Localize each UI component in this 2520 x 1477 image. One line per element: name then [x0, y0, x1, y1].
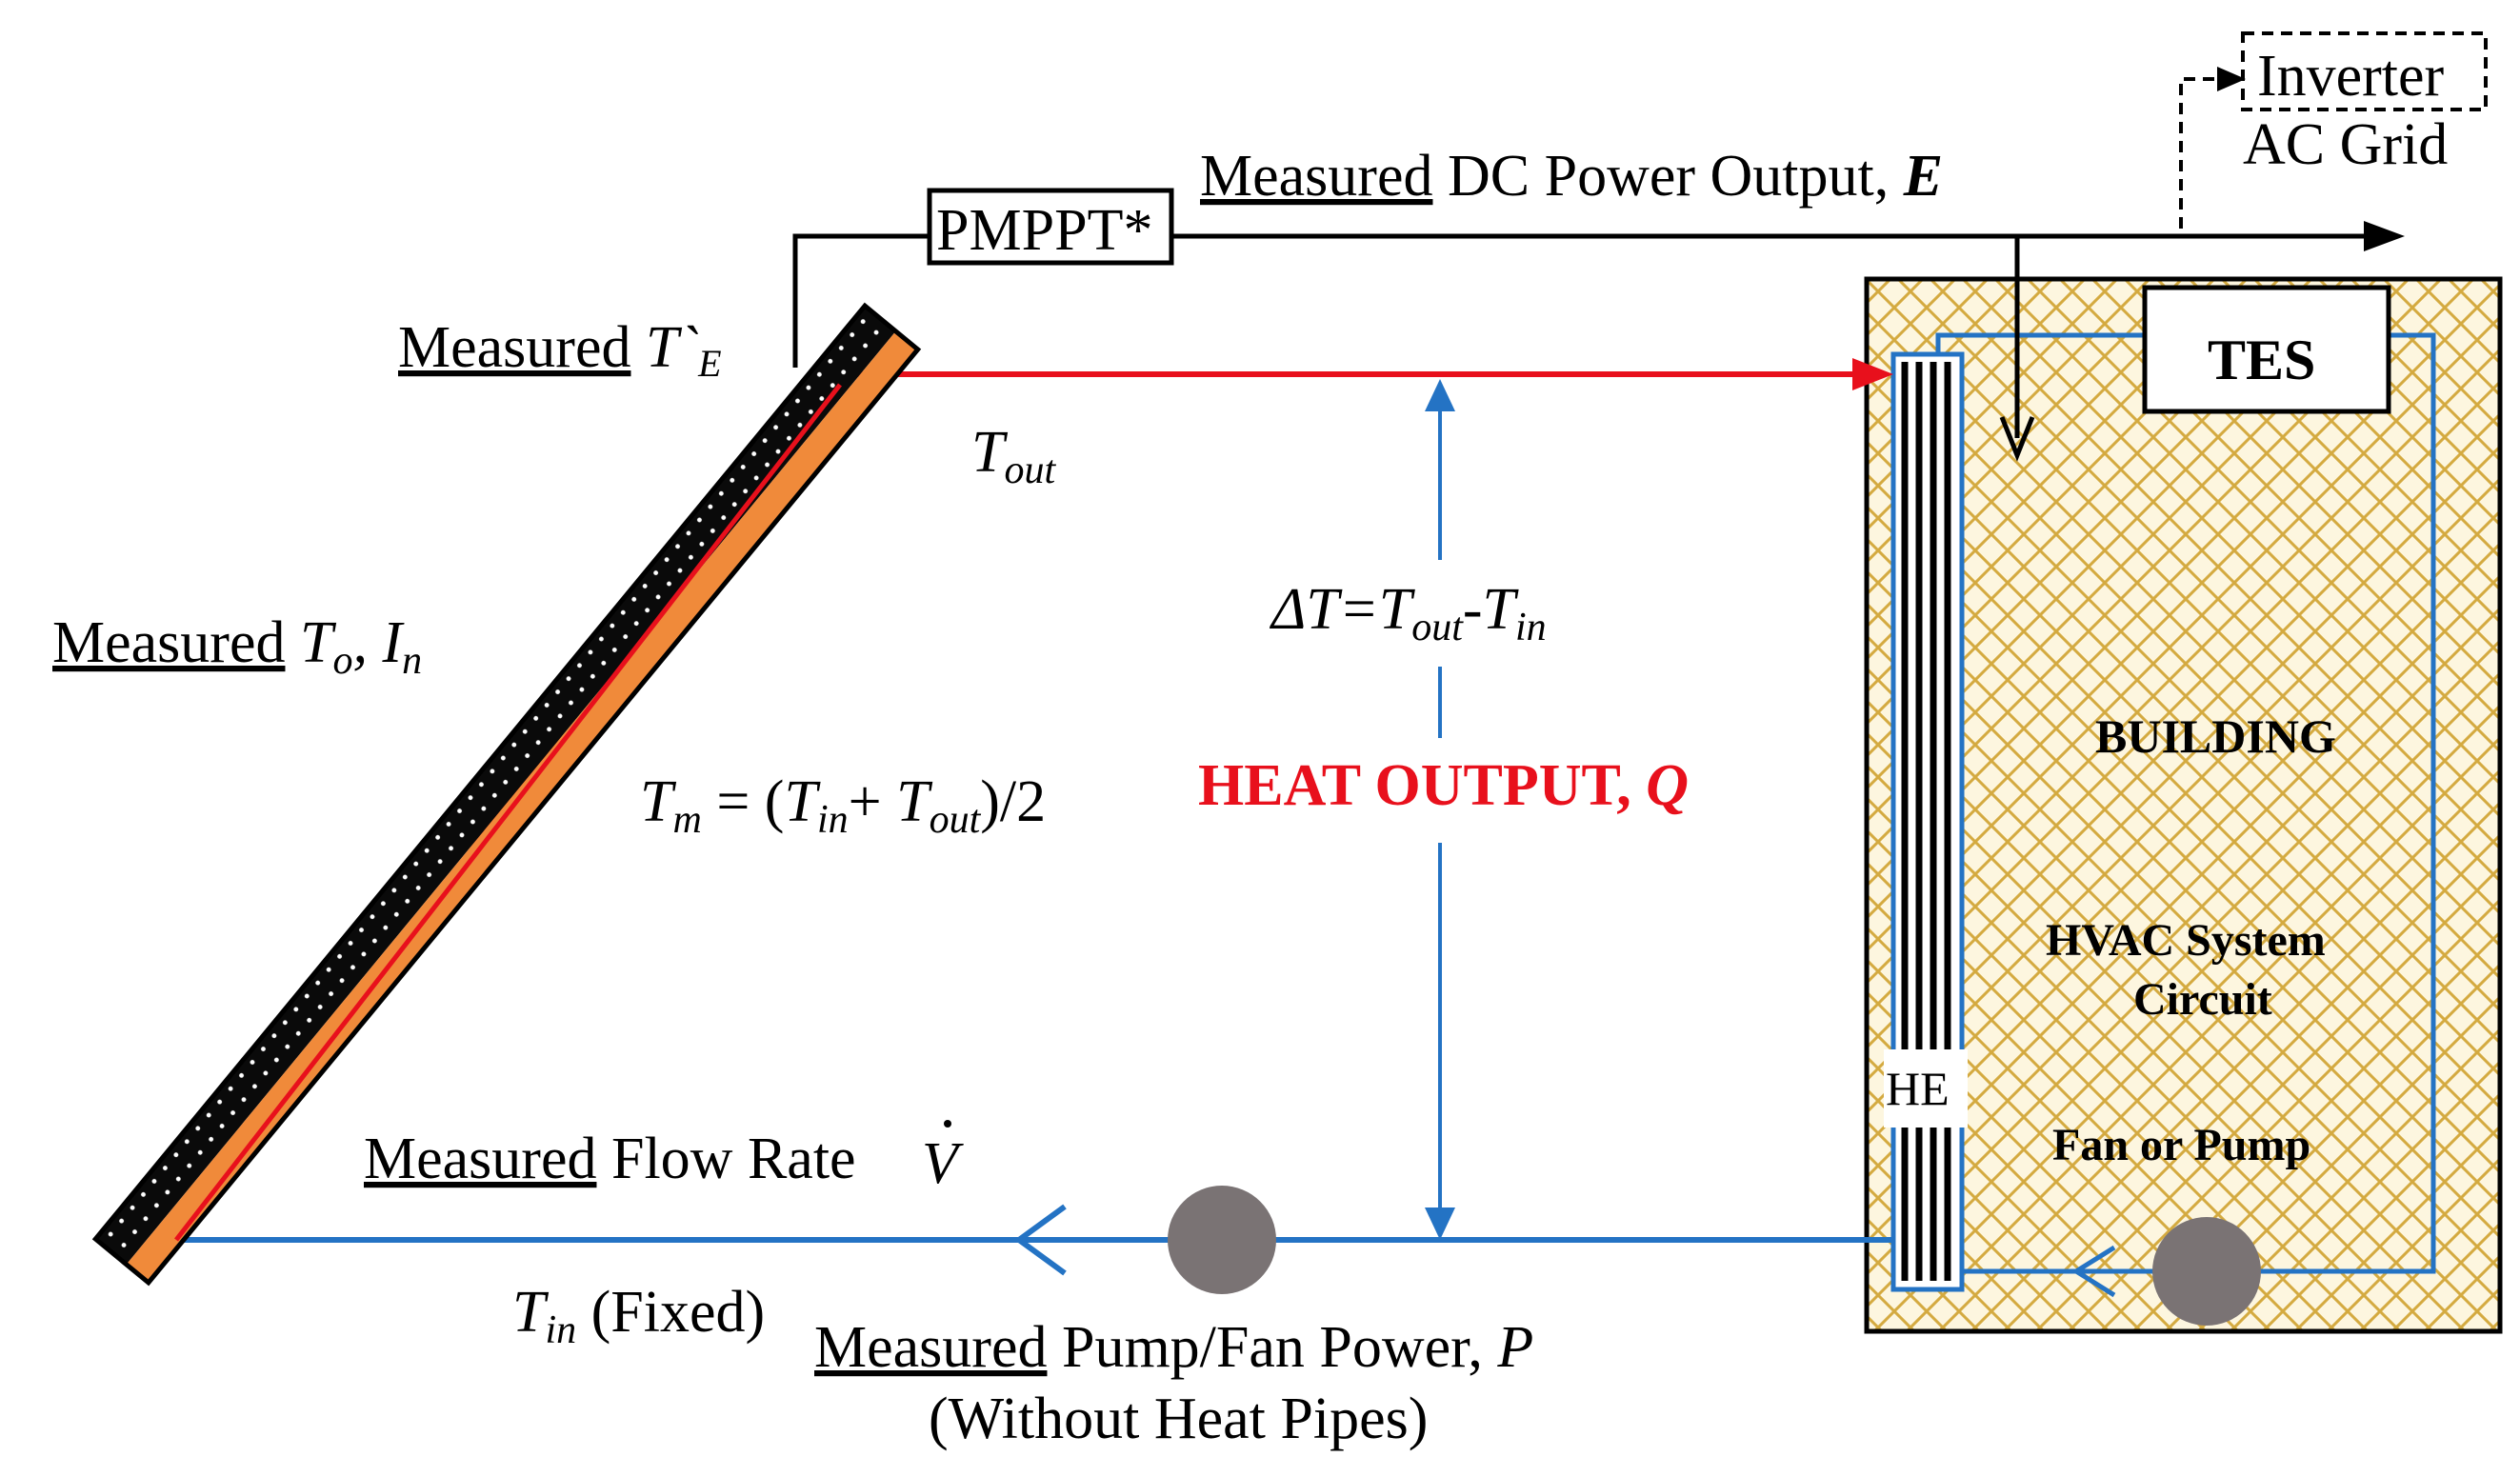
flow-rate-dot	[944, 1120, 951, 1128]
dc-output-label: Measured DC Power Output, E	[1200, 144, 1943, 209]
heat-exchanger	[1884, 351, 1968, 1292]
mean-temp-label: Tm = (Tin+ Tout)/2	[640, 769, 1046, 842]
delta-arrow-down	[1425, 1208, 1455, 1240]
pump-power-label: Measured Pump/Fan Power, P	[814, 1315, 1533, 1380]
inverter-label: Inverter	[2257, 44, 2445, 109]
pmppt-box	[927, 188, 1174, 266]
building-label: BUILDING	[2095, 709, 2336, 763]
ac-grid-label: AC Grid	[2243, 112, 2448, 177]
tes-box	[2142, 285, 2391, 414]
pvt-panel	[91, 302, 922, 1287]
panel-temp-label: Measured T`E	[398, 315, 722, 385]
cold-return-line	[176, 1204, 1893, 1276]
hot-inner-line	[174, 383, 842, 1242]
hot-arrow-head	[1852, 358, 1893, 390]
hvac-label-line2: Circuit	[2133, 974, 2272, 1025]
fan-pump-label: Fan or Pump	[2052, 1120, 2310, 1170]
delta-arrow-up	[1425, 379, 1455, 411]
inverter-arrow-head	[2217, 67, 2246, 91]
tout-label: Tout	[971, 420, 1056, 492]
ambient-label: Measured To, In	[52, 610, 422, 683]
flow-rate-label: Measured Flow Rate	[364, 1127, 856, 1191]
building-box	[1864, 276, 2503, 1334]
pmppt-label: PMPPT*	[936, 198, 1152, 263]
building-pump-icon	[2152, 1217, 2261, 1326]
he-label-bg	[1884, 1049, 1968, 1128]
he-label: HE	[1886, 1062, 1950, 1115]
hvac-loop	[1935, 332, 2436, 1298]
without-heat-pipes-label: (Without Heat Pipes)	[929, 1387, 1428, 1451]
tin-label: Tin (Fixed)	[512, 1280, 765, 1352]
pump-icon	[1168, 1186, 1276, 1294]
dc-power-line	[792, 233, 2371, 438]
tes-feed-arrow	[1999, 416, 2035, 462]
hvac-label-line1: HVAC System	[2046, 915, 2326, 966]
flow-rate-var: V	[922, 1131, 964, 1196]
tes-label: TES	[2208, 329, 2315, 391]
heat-output-label: HEAT OUTPUT, Q	[1198, 753, 1689, 818]
inverter-branch	[2179, 31, 2488, 229]
delta-t-label: ΔT=Tout-Tin	[1269, 577, 1547, 649]
dc-arrow-head	[2364, 221, 2405, 251]
